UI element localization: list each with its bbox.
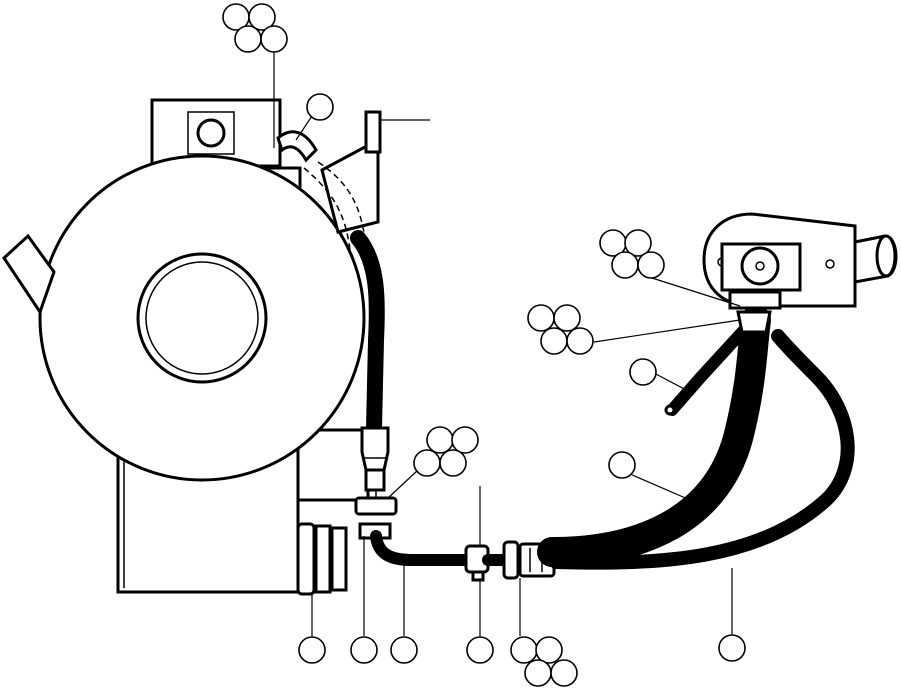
leader-fitting-cluster	[387, 469, 419, 499]
return-tube-body	[370, 530, 472, 566]
callout-bubble	[298, 636, 326, 664]
callout-bubble	[248, 3, 276, 31]
pump-bottom-block	[728, 290, 782, 310]
callout-bubble	[426, 426, 454, 454]
callout-bubble	[306, 93, 334, 121]
callout-bubble	[550, 659, 578, 687]
callout-bubble	[439, 449, 467, 477]
callout-bubble	[510, 636, 538, 664]
supply-hose-nut	[364, 468, 386, 492]
callout-bubble	[540, 327, 568, 355]
callout-bubble	[718, 634, 746, 662]
hidden-hose-outline-a	[303, 167, 351, 251]
small-drain-hose	[666, 324, 750, 416]
leader-pump-upper	[651, 277, 741, 307]
tank-left-spout	[2, 233, 56, 316]
callout-bubble	[624, 229, 652, 257]
tank-drum-ring-inner	[145, 261, 259, 375]
large-suction-hose	[537, 305, 771, 567]
pump-hoses	[537, 305, 855, 570]
bottom-coupling	[296, 522, 392, 596]
supply-hose-body	[350, 230, 385, 436]
coupling-band-b	[330, 526, 348, 592]
supply-hose-end-fitting	[360, 426, 390, 472]
return-tee-cap	[471, 570, 485, 582]
pump-center-port	[740, 246, 780, 286]
return-hose-loop	[549, 329, 855, 570]
callout-bubble	[629, 358, 657, 386]
small-drain-hose-end	[664, 404, 676, 416]
return-tube	[370, 486, 556, 582]
pump-shaft-end	[875, 234, 897, 278]
tank-elbow-fitting	[276, 130, 318, 163]
leader-elbow	[295, 115, 313, 141]
coupling-band-a	[314, 524, 332, 594]
callout-bubble	[524, 659, 552, 687]
tank-assembly	[2, 98, 430, 594]
callout-bubble	[611, 251, 639, 279]
callout-bubble	[260, 25, 288, 53]
callout-bubble	[390, 636, 418, 664]
callout-bubble	[637, 251, 665, 279]
callout-bubble	[566, 327, 594, 355]
tank-top-cap-inner	[187, 111, 235, 155]
leader-large-hose	[629, 473, 691, 501]
pump-assembly	[702, 212, 898, 310]
callout-bubbles	[222, 3, 746, 687]
coupling-flange	[296, 522, 316, 596]
tank-drum-ring	[136, 252, 268, 384]
supply-hose-vertical	[350, 230, 398, 516]
return-tube-inner	[377, 539, 466, 556]
mounting-bracket-plate	[364, 110, 382, 154]
pump-center-dot	[755, 261, 765, 271]
leader-pump-lower	[593, 319, 741, 343]
callout-bubble	[413, 449, 441, 477]
pump-flange-bolt-right	[825, 259, 835, 269]
callout-bubble	[451, 426, 479, 454]
hidden-hose-outline-b	[317, 161, 367, 249]
callout-bubble	[608, 451, 636, 479]
callout-bubble	[466, 636, 494, 664]
callout-bubble	[535, 636, 563, 664]
leader-lines	[273, 50, 741, 636]
tank-top-cap-port	[196, 118, 226, 148]
tee-fitting	[354, 496, 398, 516]
return-coupling	[502, 540, 520, 580]
callout-bubble	[350, 636, 378, 664]
pump-hose-fitting	[736, 310, 772, 334]
mounting-bracket	[320, 137, 380, 234]
callout-bubble	[527, 304, 555, 332]
leader-small-hose	[651, 371, 691, 393]
callout-bubble	[553, 304, 581, 332]
callout-bubble	[234, 25, 262, 53]
